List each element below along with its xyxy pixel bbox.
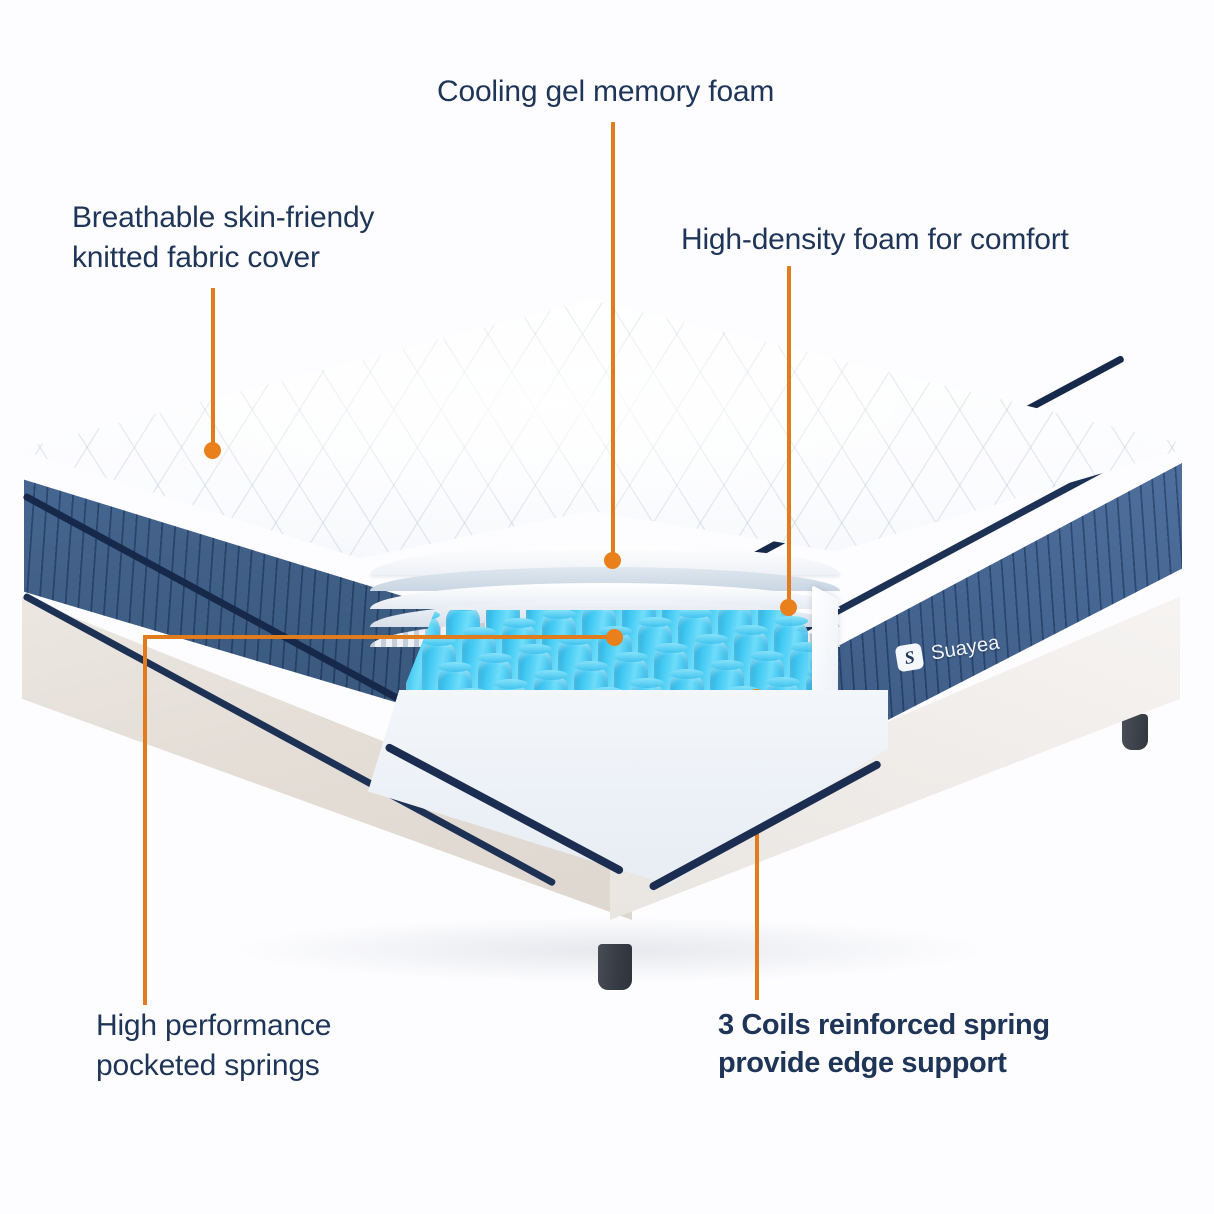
- bed-leg-front: [598, 944, 632, 990]
- leader-dot-density: [780, 599, 797, 616]
- leader-line-coils: [755, 700, 759, 1000]
- leader-line-springs-horizontal: [143, 635, 615, 639]
- spring-base-tray: [368, 690, 888, 885]
- callout-high-density-foam: High-density foam for comfort: [681, 223, 1069, 256]
- leader-line-springs-vertical: [143, 635, 147, 1005]
- leader-dot-springs: [606, 629, 623, 646]
- callout-high-performance-springs: High performance pocketed springs: [96, 1009, 332, 1082]
- callout-breathable-knitted-cover: Breathable skin-friendy knitted fabric c…: [72, 201, 375, 274]
- leader-line-cover: [211, 288, 215, 453]
- bed-leg-right: [1122, 714, 1148, 750]
- leader-line-density: [787, 266, 791, 608]
- callout-cooling-gel-memory-foam: Cooling gel memory foam: [437, 75, 775, 108]
- suayea-s-icon: S: [894, 642, 925, 673]
- leader-dot-cover: [204, 442, 221, 459]
- leader-line-cooling: [611, 122, 615, 562]
- callout-3-coils-edge-support: 3 Coils reinforced spring provide edge s…: [718, 1009, 1050, 1080]
- leader-dot-cooling: [604, 552, 621, 569]
